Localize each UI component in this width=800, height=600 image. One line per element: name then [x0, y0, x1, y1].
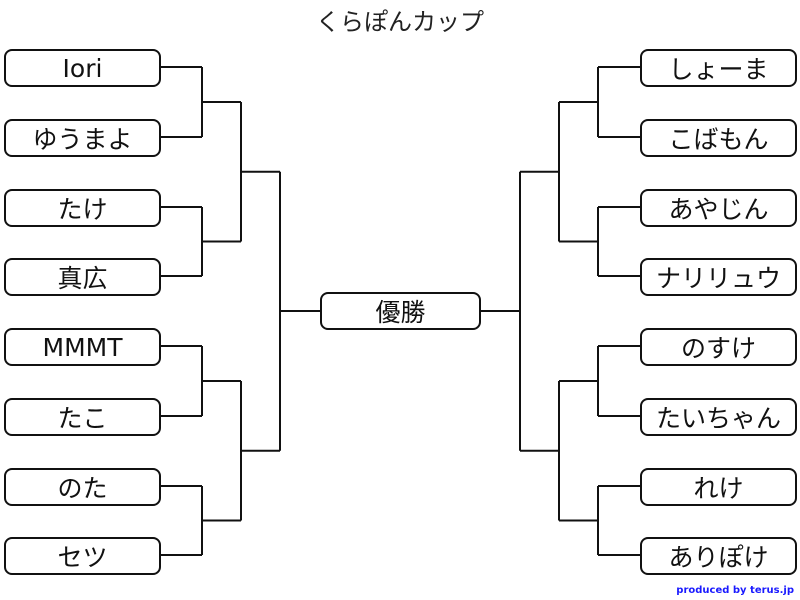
winner-box: 優勝 — [320, 292, 481, 330]
right-player-box: のすけ — [640, 328, 797, 366]
credit-link[interactable]: produced by terus.jp — [676, 585, 794, 596]
right-player-box: あやじん — [640, 189, 797, 227]
right-player-box: ナリリュウ — [640, 258, 797, 296]
right-player-box: ありぽけ — [640, 537, 797, 575]
left-player-box: 真広 — [4, 258, 161, 296]
left-player-box: MMMT — [4, 328, 161, 366]
left-player-box: ゆうまよ — [4, 119, 161, 157]
right-player-box: こばもん — [640, 119, 797, 157]
left-player-box: たこ — [4, 398, 161, 436]
right-player-box: たいちゃん — [640, 398, 797, 436]
tournament-title: くらぽんカップ — [316, 8, 484, 36]
right-player-box: しょーま — [640, 49, 797, 87]
left-player-box: のた — [4, 468, 161, 506]
left-player-box: たけ — [4, 189, 161, 227]
left-player-box: セツ — [4, 537, 161, 575]
left-player-box: Iori — [4, 49, 161, 87]
right-player-box: れけ — [640, 468, 797, 506]
